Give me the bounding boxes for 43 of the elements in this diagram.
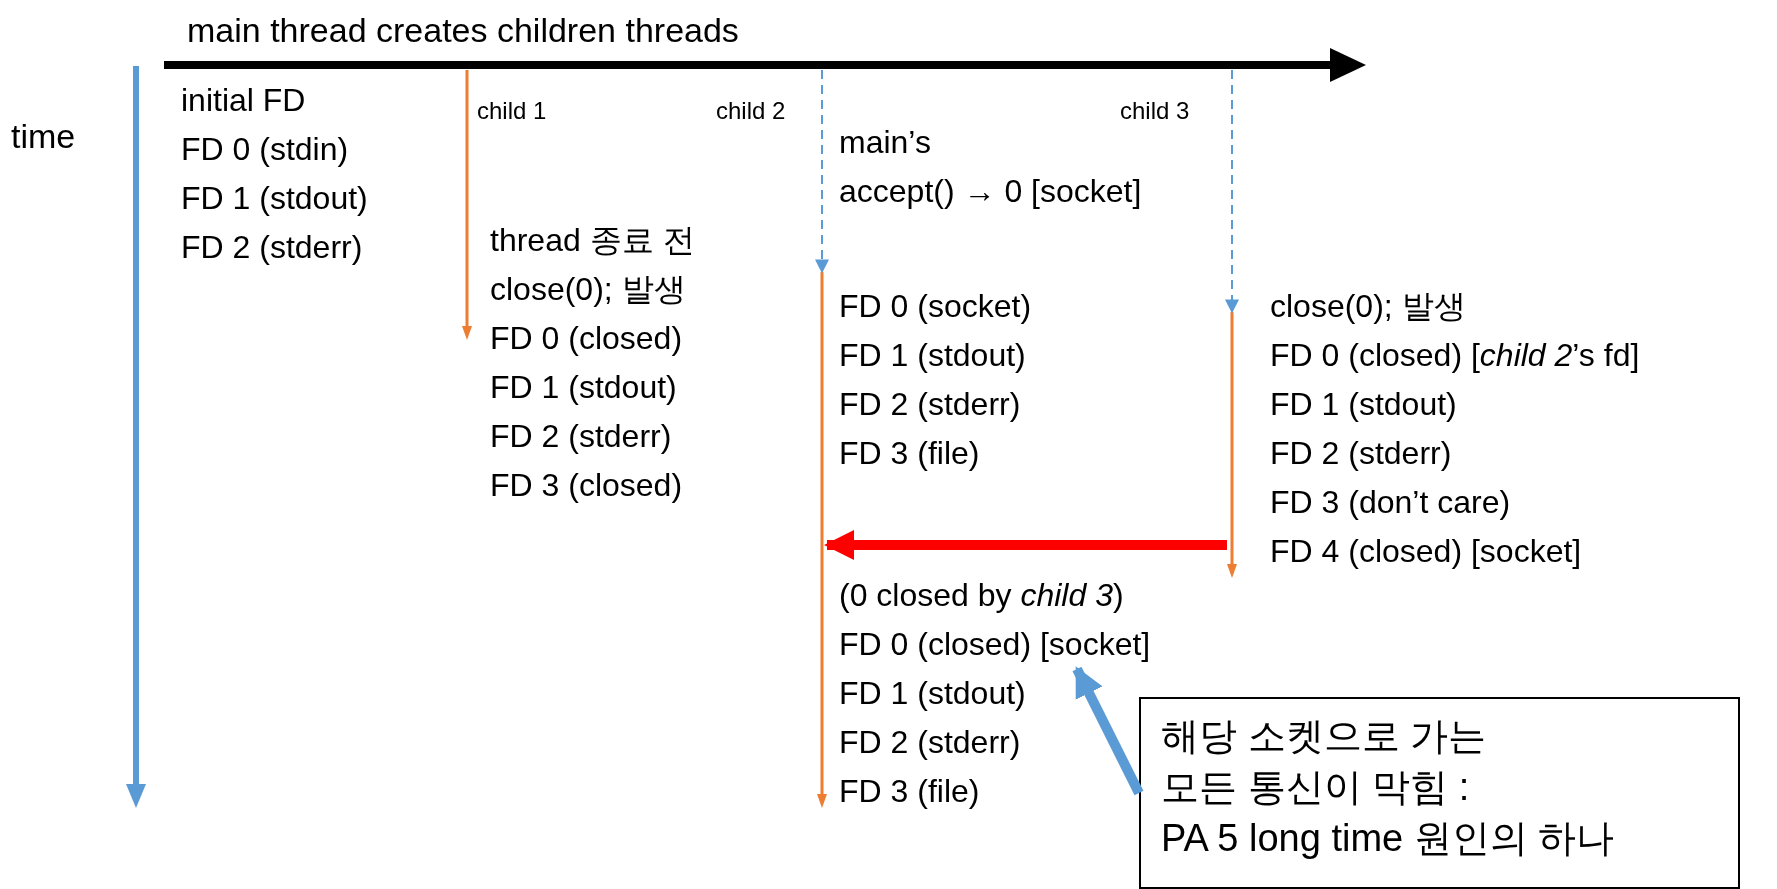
fd-entry: FD 2 (stderr)	[181, 228, 364, 267]
fd-entry: FD 0 (socket)	[839, 287, 1032, 326]
fd-entry: FD 0 (closed)	[490, 319, 684, 358]
fd-entry: accept() → 0 [socket]	[839, 172, 1142, 211]
fd-entry: close(0); 발생	[1270, 287, 1467, 326]
arrow	[1225, 69, 1239, 314]
thread-lifeline	[1227, 312, 1237, 578]
callout-box	[1139, 697, 1740, 889]
fd-entry: FD 2 (stderr)	[490, 417, 673, 456]
fd-entry: FD 1 (stdout)	[490, 368, 678, 407]
fd-entry: thread 종료 전	[490, 221, 695, 260]
callout-text: 모든 통신이 막힘 :	[1161, 765, 1471, 810]
fd-entry: FD 0 (stdin)	[181, 130, 350, 169]
thread-label: child 3	[1120, 96, 1190, 126]
thread-lifeline	[462, 70, 472, 340]
fd-entry: FD 0 (closed) [socket]	[839, 620, 1151, 669]
fd-entry: main’s	[839, 123, 932, 162]
fd-entry: FD 3 (file)	[839, 434, 981, 473]
arrow	[815, 69, 829, 274]
fd-entry: FD 3 (file)	[839, 772, 980, 811]
thread-label: child 1	[477, 96, 547, 126]
thread-label: child 2	[716, 96, 786, 126]
fd-entry: FD 1 (stdout)	[839, 674, 1026, 713]
fd-entry: FD 1 (stdout)	[181, 179, 368, 218]
axis-title: time	[11, 116, 76, 157]
fd-entry: FD 2 (stderr)	[839, 723, 1021, 762]
fd-entry: FD 1 (stdout)	[1270, 385, 1458, 424]
axis-title: main thread creates children threads	[187, 10, 739, 51]
fd-entry: FD 3 (closed)	[490, 466, 684, 505]
fd-entry: FD 1 (stdout)	[839, 336, 1027, 375]
fd-entry: close(0); 발생	[490, 270, 687, 309]
fd-entry: FD 4 (closed) [socket]	[1270, 532, 1583, 571]
arrow	[1072, 666, 1144, 796]
callout-text: PA 5 long time 원인의 하나	[1161, 816, 1616, 861]
fd-entry: FD 3 (don’t care)	[1270, 483, 1512, 522]
fd-entry: (0 closed by child 3)	[839, 576, 1124, 615]
callout-text: 해당 소켓으로 가는	[1161, 714, 1488, 759]
fd-entry: FD 2 (stderr)	[1270, 434, 1453, 473]
fd-entry: FD 2 (stderr)	[839, 385, 1022, 424]
fd-entry: initial FD	[181, 81, 307, 120]
thread-lifeline	[817, 272, 827, 808]
arrow	[824, 530, 1227, 560]
fd-entry: FD 0 (closed) [child 2’s fd]	[1270, 336, 1640, 375]
